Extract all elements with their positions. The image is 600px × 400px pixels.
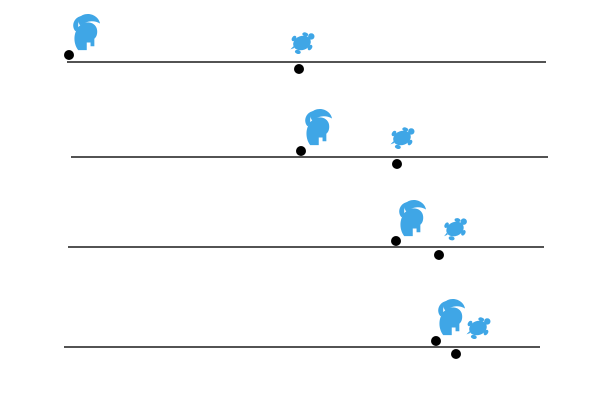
tortoise-position-dot xyxy=(392,159,402,169)
race-row-1 xyxy=(64,13,546,74)
tortoise-position-dot xyxy=(434,250,444,260)
achilles-position-dot xyxy=(296,146,306,156)
race-row-3 xyxy=(68,200,544,260)
tortoise-position-dot xyxy=(294,64,304,74)
turtle-icon xyxy=(386,123,419,153)
turtle-icon xyxy=(286,28,319,58)
turtle-icon xyxy=(462,313,495,343)
spartan-helmet-icon xyxy=(305,109,333,146)
race-row-2 xyxy=(71,109,548,169)
achilles-position-dot xyxy=(391,236,401,246)
tortoise-position-dot xyxy=(451,349,461,359)
spartan-helmet-icon xyxy=(438,299,466,336)
spartan-helmet-icon xyxy=(399,200,427,237)
turtle-icon xyxy=(438,213,473,244)
achilles-position-dot xyxy=(64,50,74,60)
spartan-helmet-icon xyxy=(73,13,101,51)
race-row-4 xyxy=(64,299,540,359)
achilles-position-dot xyxy=(431,336,441,346)
